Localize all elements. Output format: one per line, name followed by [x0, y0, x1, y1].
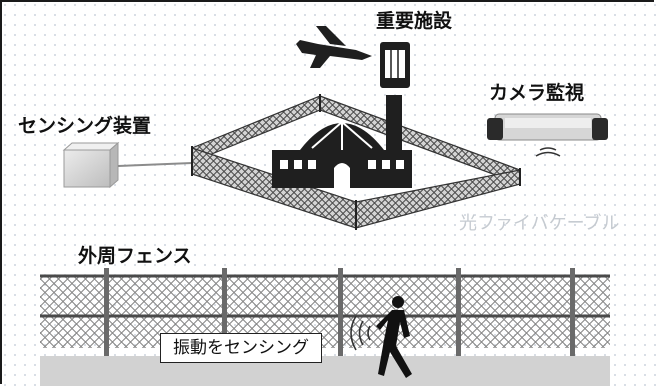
smartphone-icon — [380, 42, 410, 88]
vibration-sensing-label: 振動をセンシング — [160, 333, 322, 363]
optical-fiber-cable-label: 光ファイバケーブル — [459, 213, 620, 234]
fiber-cable-link — [117, 162, 193, 167]
perimeter-fence — [40, 268, 610, 356]
factory-icon — [272, 95, 412, 188]
pedestrian-icon — [376, 296, 412, 378]
sensing-device-label: センシング装置 — [18, 115, 152, 137]
sensor-box-icon — [62, 141, 120, 189]
airplane-icon — [296, 26, 372, 68]
perimeter-fence-label: 外周フェンス — [78, 245, 192, 267]
ground — [40, 356, 610, 386]
important-facility-label: 重要施設 — [376, 10, 453, 32]
camera-icon — [487, 113, 608, 157]
camera-monitoring-label: カメラ監視 — [489, 82, 585, 104]
vibration-waves-icon — [350, 315, 371, 351]
